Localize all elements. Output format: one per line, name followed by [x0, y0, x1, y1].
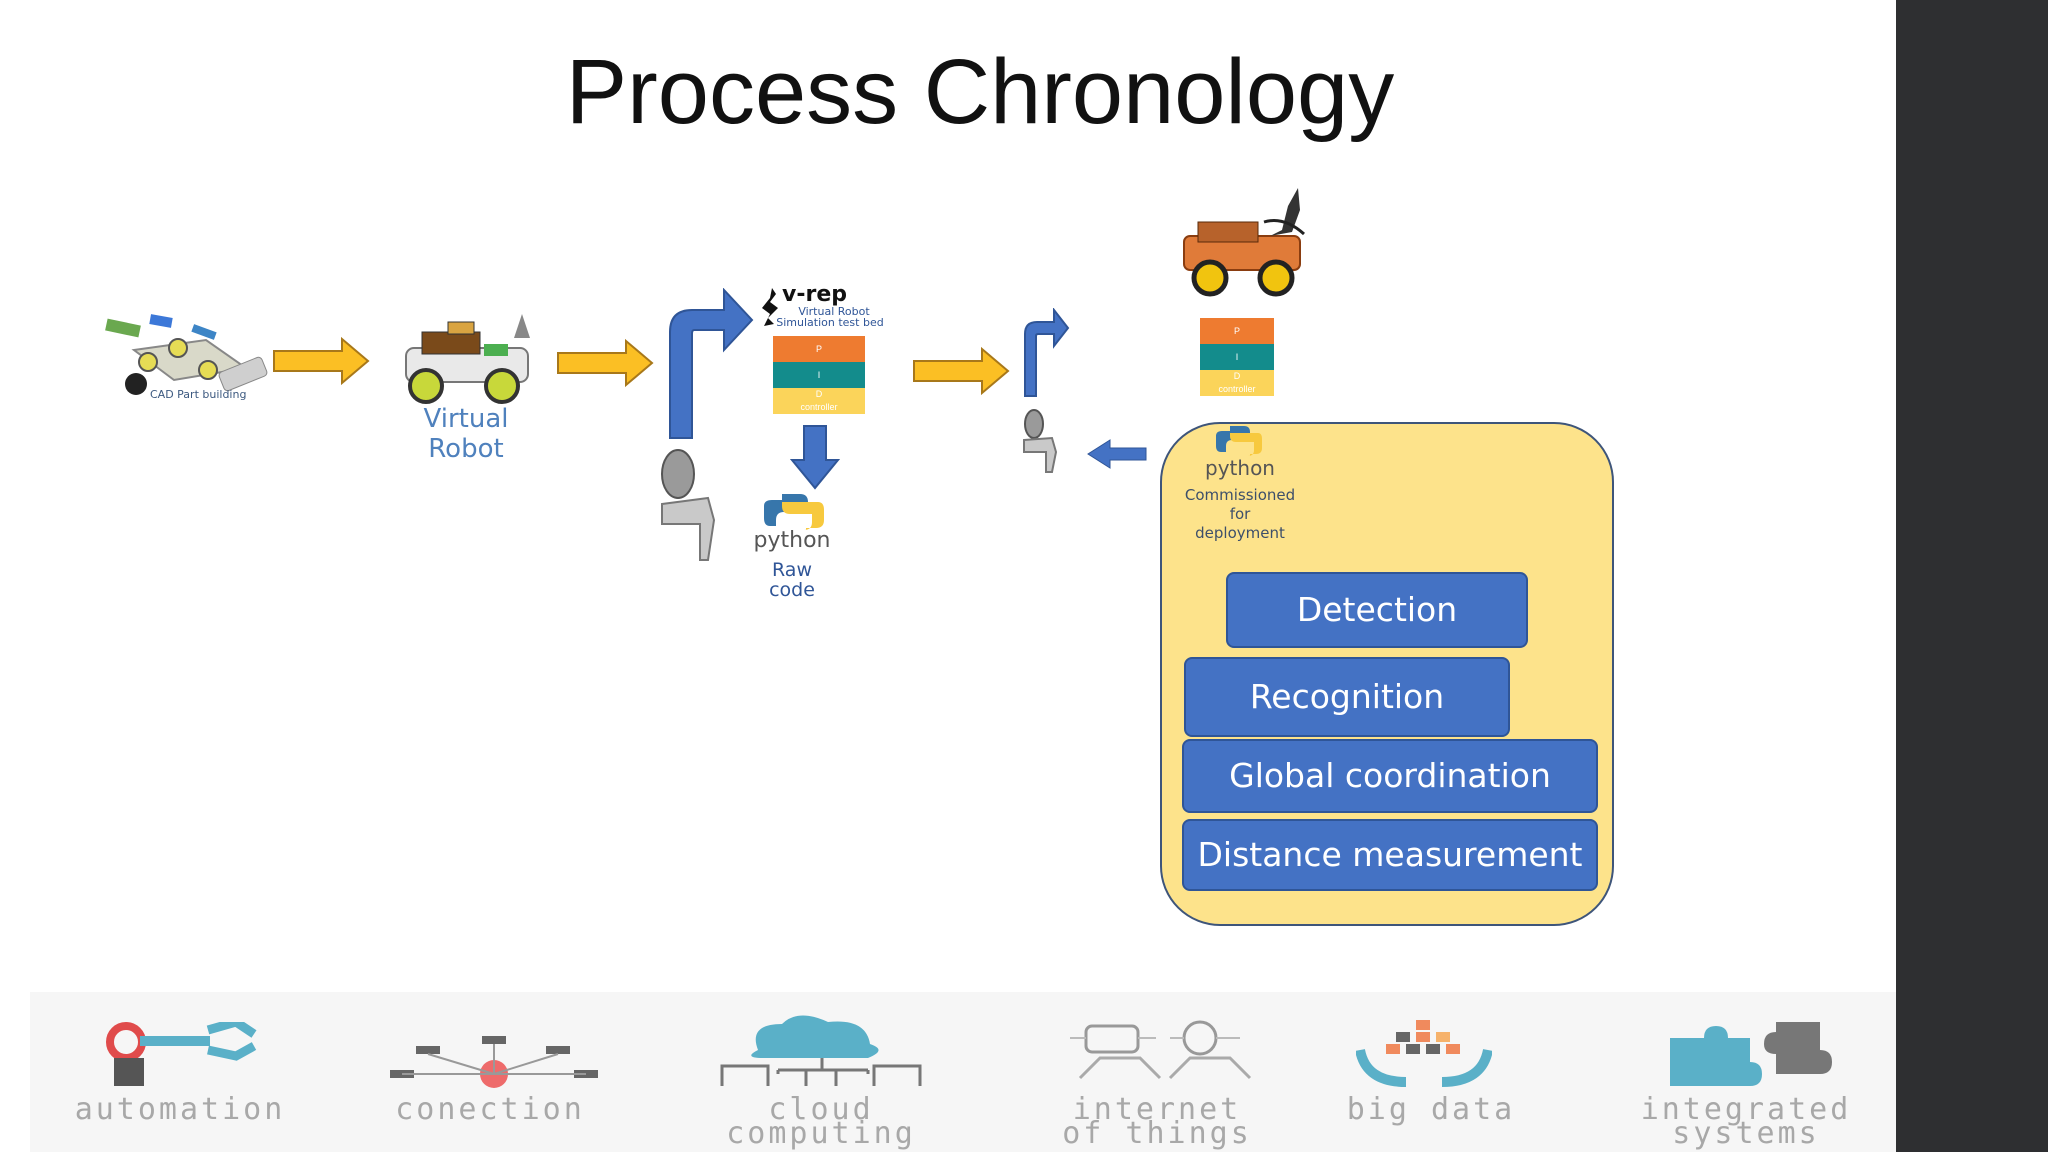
- arrow-right-icon: [913, 346, 1010, 396]
- footer-label-automation: automation: [74, 1092, 286, 1127]
- arrow-down-icon: [790, 425, 840, 490]
- arrow-left-icon: [1087, 439, 1147, 469]
- virtual-robot-label: Virtual Robot: [423, 404, 509, 464]
- pid-p: P: [1200, 318, 1274, 344]
- internet-of-things-icon: [1070, 1020, 1252, 1080]
- python-logo-text: python: [753, 528, 831, 553]
- cad-parts-image: [105, 314, 268, 395]
- connection-icon: [390, 1036, 598, 1088]
- python-logo-icon: [1216, 426, 1262, 456]
- python-logo-icon: [764, 494, 824, 530]
- vrep-logo-text: v-rep: [782, 282, 847, 307]
- automation-icon: [106, 1022, 257, 1086]
- footer-label-connection: conection: [395, 1092, 585, 1127]
- presentation-sidebar: [1896, 0, 2048, 1152]
- industry-footer-strip: [30, 992, 1896, 1152]
- big-data-icon: [1356, 1020, 1492, 1087]
- vrep-subtitle-2: Simulation test bed: [776, 316, 884, 329]
- virtual-robot-image: [405, 314, 530, 404]
- pid-i: I: [773, 362, 865, 388]
- bent-arrow-up-icon: [669, 288, 754, 439]
- hand-controller-icon: [661, 449, 716, 561]
- footer-label-big-data: big data: [1346, 1092, 1516, 1127]
- detection-step: Detection: [1226, 572, 1528, 648]
- bent-arrow-up-icon: [1024, 308, 1070, 397]
- slide-title: Process Chronology: [565, 41, 1395, 143]
- real-robot-image: [1183, 188, 1306, 297]
- integrated-systems-icon: [1670, 1022, 1832, 1086]
- python-logo-text: python: [1205, 456, 1275, 480]
- hand-controller-icon: [1023, 409, 1058, 473]
- pid-i: I: [1200, 344, 1274, 370]
- vrep-subtitle-1: Virtual Robot: [798, 305, 870, 318]
- vrep-logo-icon: [762, 288, 778, 326]
- cloud-computing-icon: [720, 1015, 922, 1086]
- arrow-right-icon: [273, 336, 370, 386]
- recognition-step: Recognition: [1184, 657, 1510, 737]
- global-coordination-step: Global coordination: [1182, 739, 1598, 813]
- distance-measurement-step: Distance measurement: [1182, 819, 1598, 891]
- arrow-right-icon: [557, 338, 654, 388]
- cad-caption: CAD Part building: [150, 388, 247, 401]
- pid-p: P: [773, 336, 865, 362]
